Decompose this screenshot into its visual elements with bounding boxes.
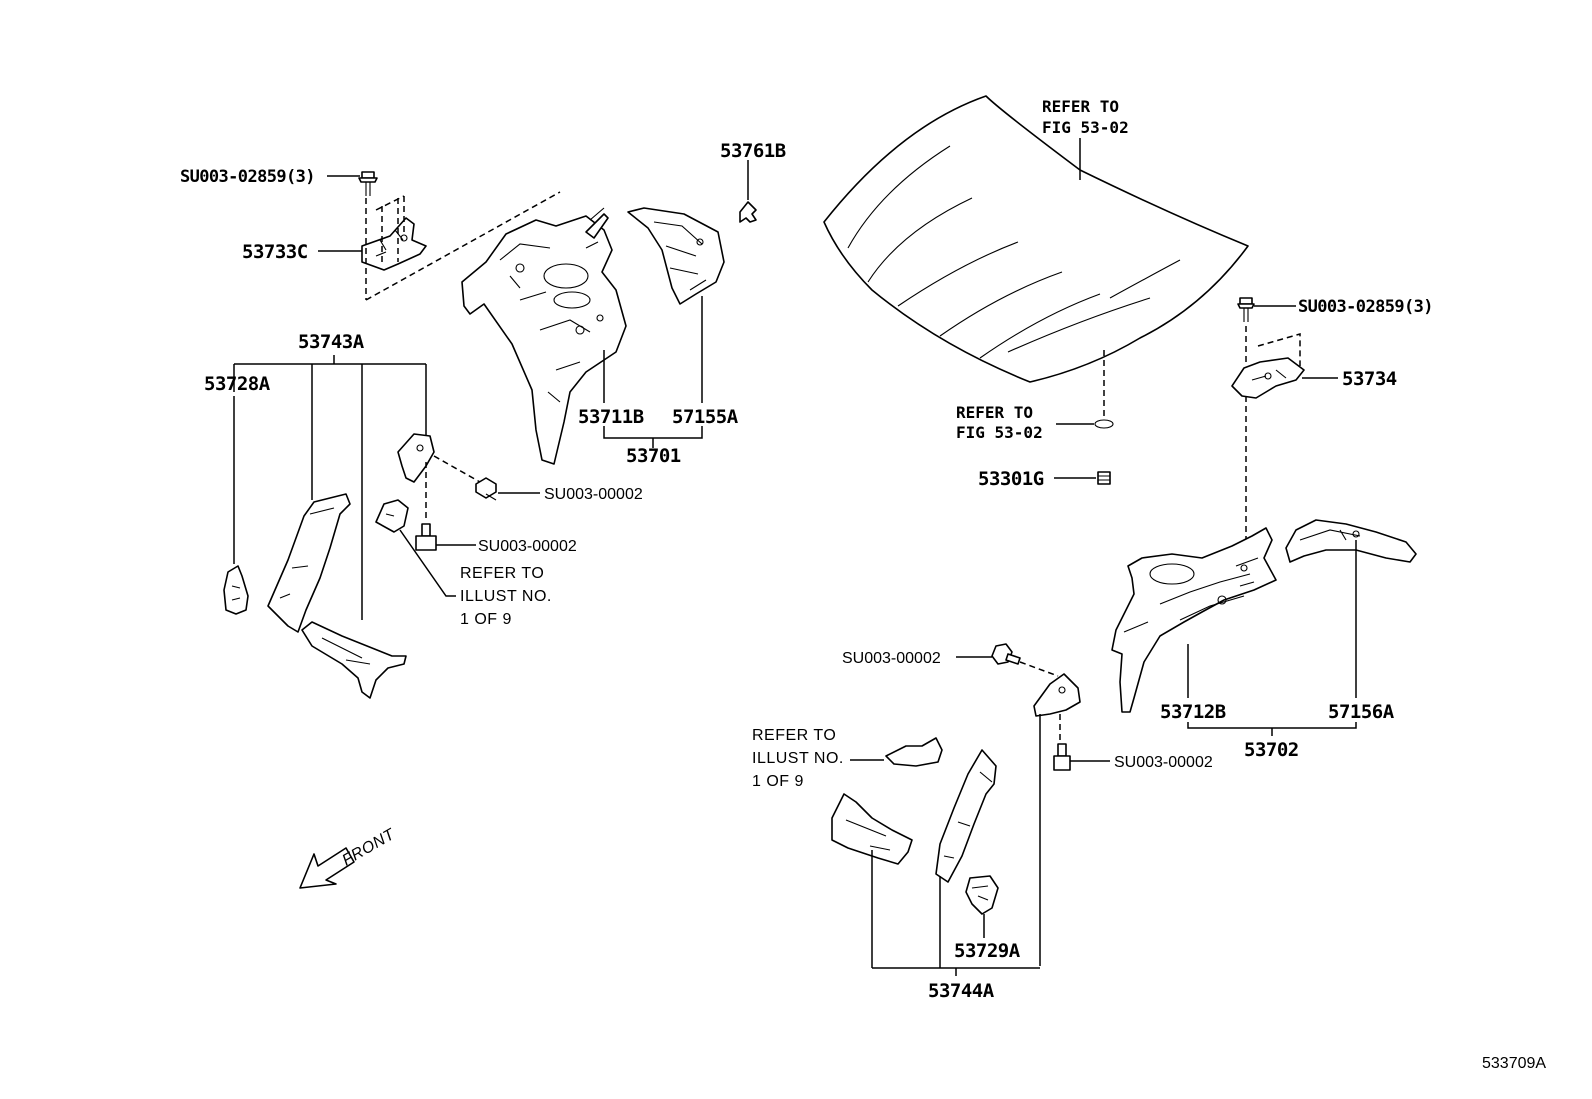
bolt-su003-02859-left[interactable] (358, 171, 378, 196)
label-su003-02859-right: SU003-02859(3) (1298, 297, 1433, 317)
note-refer-fig-top: REFER TO FIG 53-02 (1042, 97, 1129, 137)
member-left-long[interactable] (267, 493, 351, 633)
label-53734: 53734 (1342, 368, 1397, 390)
diagram-code: 533709A (1482, 1055, 1546, 1072)
bracket-right-upper[interactable] (1033, 673, 1081, 717)
bracket-53734[interactable] (1231, 357, 1305, 399)
panel-57156a[interactable] (1285, 519, 1417, 563)
bolt-su003-00002-d[interactable] (1053, 743, 1071, 771)
label-53711b: 53711B (578, 406, 644, 428)
label-53729a: 53729A (954, 940, 1021, 962)
label-53733c: 53733C (242, 241, 308, 263)
label-53701: 53701 (626, 445, 681, 467)
hood-panel[interactable] (823, 95, 1249, 383)
bolt-su003-00002-b[interactable] (415, 523, 437, 551)
member-right-lower[interactable] (831, 793, 913, 865)
member-left-lower[interactable] (301, 621, 407, 699)
label-53728a: 53728A (204, 373, 271, 395)
label-su003-02859-left: SU003-02859(3) (180, 167, 315, 187)
bolt-su003-02859-right[interactable] (1237, 297, 1255, 322)
member-right-long[interactable] (935, 749, 997, 883)
label-53712b: 53712B (1160, 701, 1226, 723)
seal-ring (1094, 419, 1114, 429)
label-53702: 53702 (1244, 739, 1299, 761)
bracket-upper-small[interactable] (397, 433, 435, 483)
clip-53761b[interactable] (739, 201, 757, 223)
cushion-53301g[interactable] (1097, 471, 1111, 485)
bracket-refer-right[interactable] (885, 737, 943, 767)
label-57155a: 57155A (672, 406, 739, 428)
note-refer-fig-mid: REFER TO FIG 53-02 (956, 403, 1043, 442)
label-front: FRONT (340, 826, 399, 870)
label-53301g: 53301G (978, 468, 1044, 490)
bolt-su003-00002-a[interactable] (475, 477, 497, 501)
label-53761b: 53761B (720, 140, 786, 162)
bolt-su003-00002-c[interactable] (991, 643, 1021, 665)
bracket-refer-left[interactable] (375, 499, 409, 533)
label-su003-00002-c: SU003-00002 (842, 650, 941, 667)
bracket-53728a[interactable] (223, 565, 249, 615)
bracket-53729a[interactable] (965, 875, 999, 915)
label-su003-00002-b: SU003-00002 (478, 538, 577, 555)
label-53744a: 53744A (928, 980, 995, 1002)
bracket-53733c[interactable] (361, 217, 427, 271)
front-arrow-icon (299, 847, 355, 889)
panel-57155a[interactable] (627, 207, 725, 305)
note-refer-illust-left: REFER TO ILLUST NO. 1 OF 9 (460, 565, 557, 628)
label-su003-00002-a: SU003-00002 (544, 486, 643, 503)
note-refer-illust-right: REFER TO ILLUST NO. 1 OF 9 (752, 727, 849, 790)
apron-53712b[interactable] (1111, 527, 1277, 713)
label-57156a: 57156A (1328, 701, 1395, 723)
apron-53711b[interactable] (461, 207, 627, 465)
label-53743a: 53743A (298, 331, 365, 353)
label-su003-00002-d: SU003-00002 (1114, 754, 1213, 771)
